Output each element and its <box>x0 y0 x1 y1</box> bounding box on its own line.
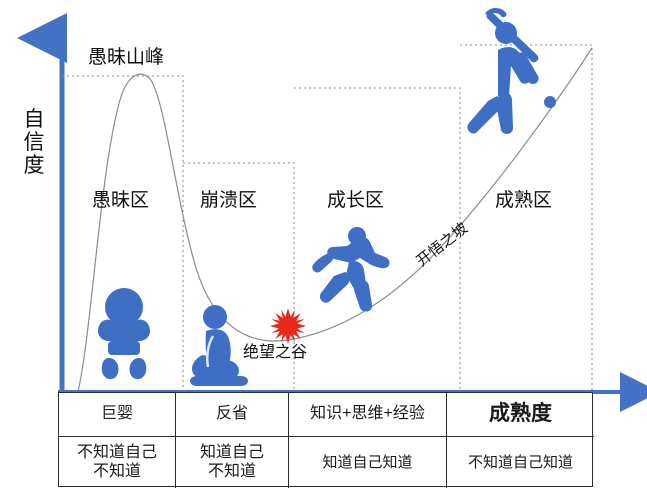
table-row2-cell-3: 知道自己知道 <box>289 437 447 488</box>
kneeling-person-icon <box>190 305 248 386</box>
baby-icon <box>98 288 150 380</box>
x-axis-label: 成熟度 <box>447 393 594 437</box>
y-axis-label-char-2: 信 <box>23 131 45 155</box>
table-row2-cell-4: 不知道自己知道 <box>467 453 573 471</box>
confidence-curve <box>77 47 593 393</box>
golfer-icon <box>467 7 556 134</box>
table-row1-cell-1: 巨婴 <box>59 393 176 437</box>
zone-guide-box-4 <box>460 44 593 392</box>
y-axis-label-char-1: 自 <box>23 108 45 131</box>
valley-of-despair-label: 绝望之谷 <box>243 344 308 361</box>
zone-label-maturity: 成熟区 <box>495 190 553 211</box>
table-row2-cell-2-line1: 知道自己 <box>199 443 264 461</box>
zone-label-ignorance: 愚昧区 <box>92 190 150 211</box>
table-row2-cell-1-line1: 不知道自己 <box>76 443 157 461</box>
y-axis-label-char-3: 度 <box>23 154 45 178</box>
starburst-icon <box>270 308 306 344</box>
table-row2-cell-1-line2: 不知道 <box>92 462 141 480</box>
summary-table: 巨婴 反省 知识+思维+经验 成熟度 不知道自己 不知道 知道自己 不知道 知道… <box>58 392 594 488</box>
zone-label-collapse: 崩溃区 <box>200 190 258 211</box>
zone-guide-box-2 <box>183 162 295 392</box>
table-row1-cell-2: 反省 <box>176 393 289 437</box>
table-row1-cell-3: 知识+思维+经验 <box>289 393 447 437</box>
peak-of-ignorance-label: 愚昧山峰 <box>88 47 165 68</box>
table-row2-cell-2: 知道自己 不知道 <box>176 437 289 488</box>
y-axis-label: 自 信 度 <box>14 108 54 177</box>
table-row2-cell-1: 不知道自己 不知道 <box>59 437 176 488</box>
zone-label-growth: 成长区 <box>327 190 385 211</box>
zone-guide-box-3 <box>294 87 461 392</box>
table-row2-cell-2-line2: 不知道 <box>207 462 256 480</box>
running-person-icon <box>312 227 390 312</box>
